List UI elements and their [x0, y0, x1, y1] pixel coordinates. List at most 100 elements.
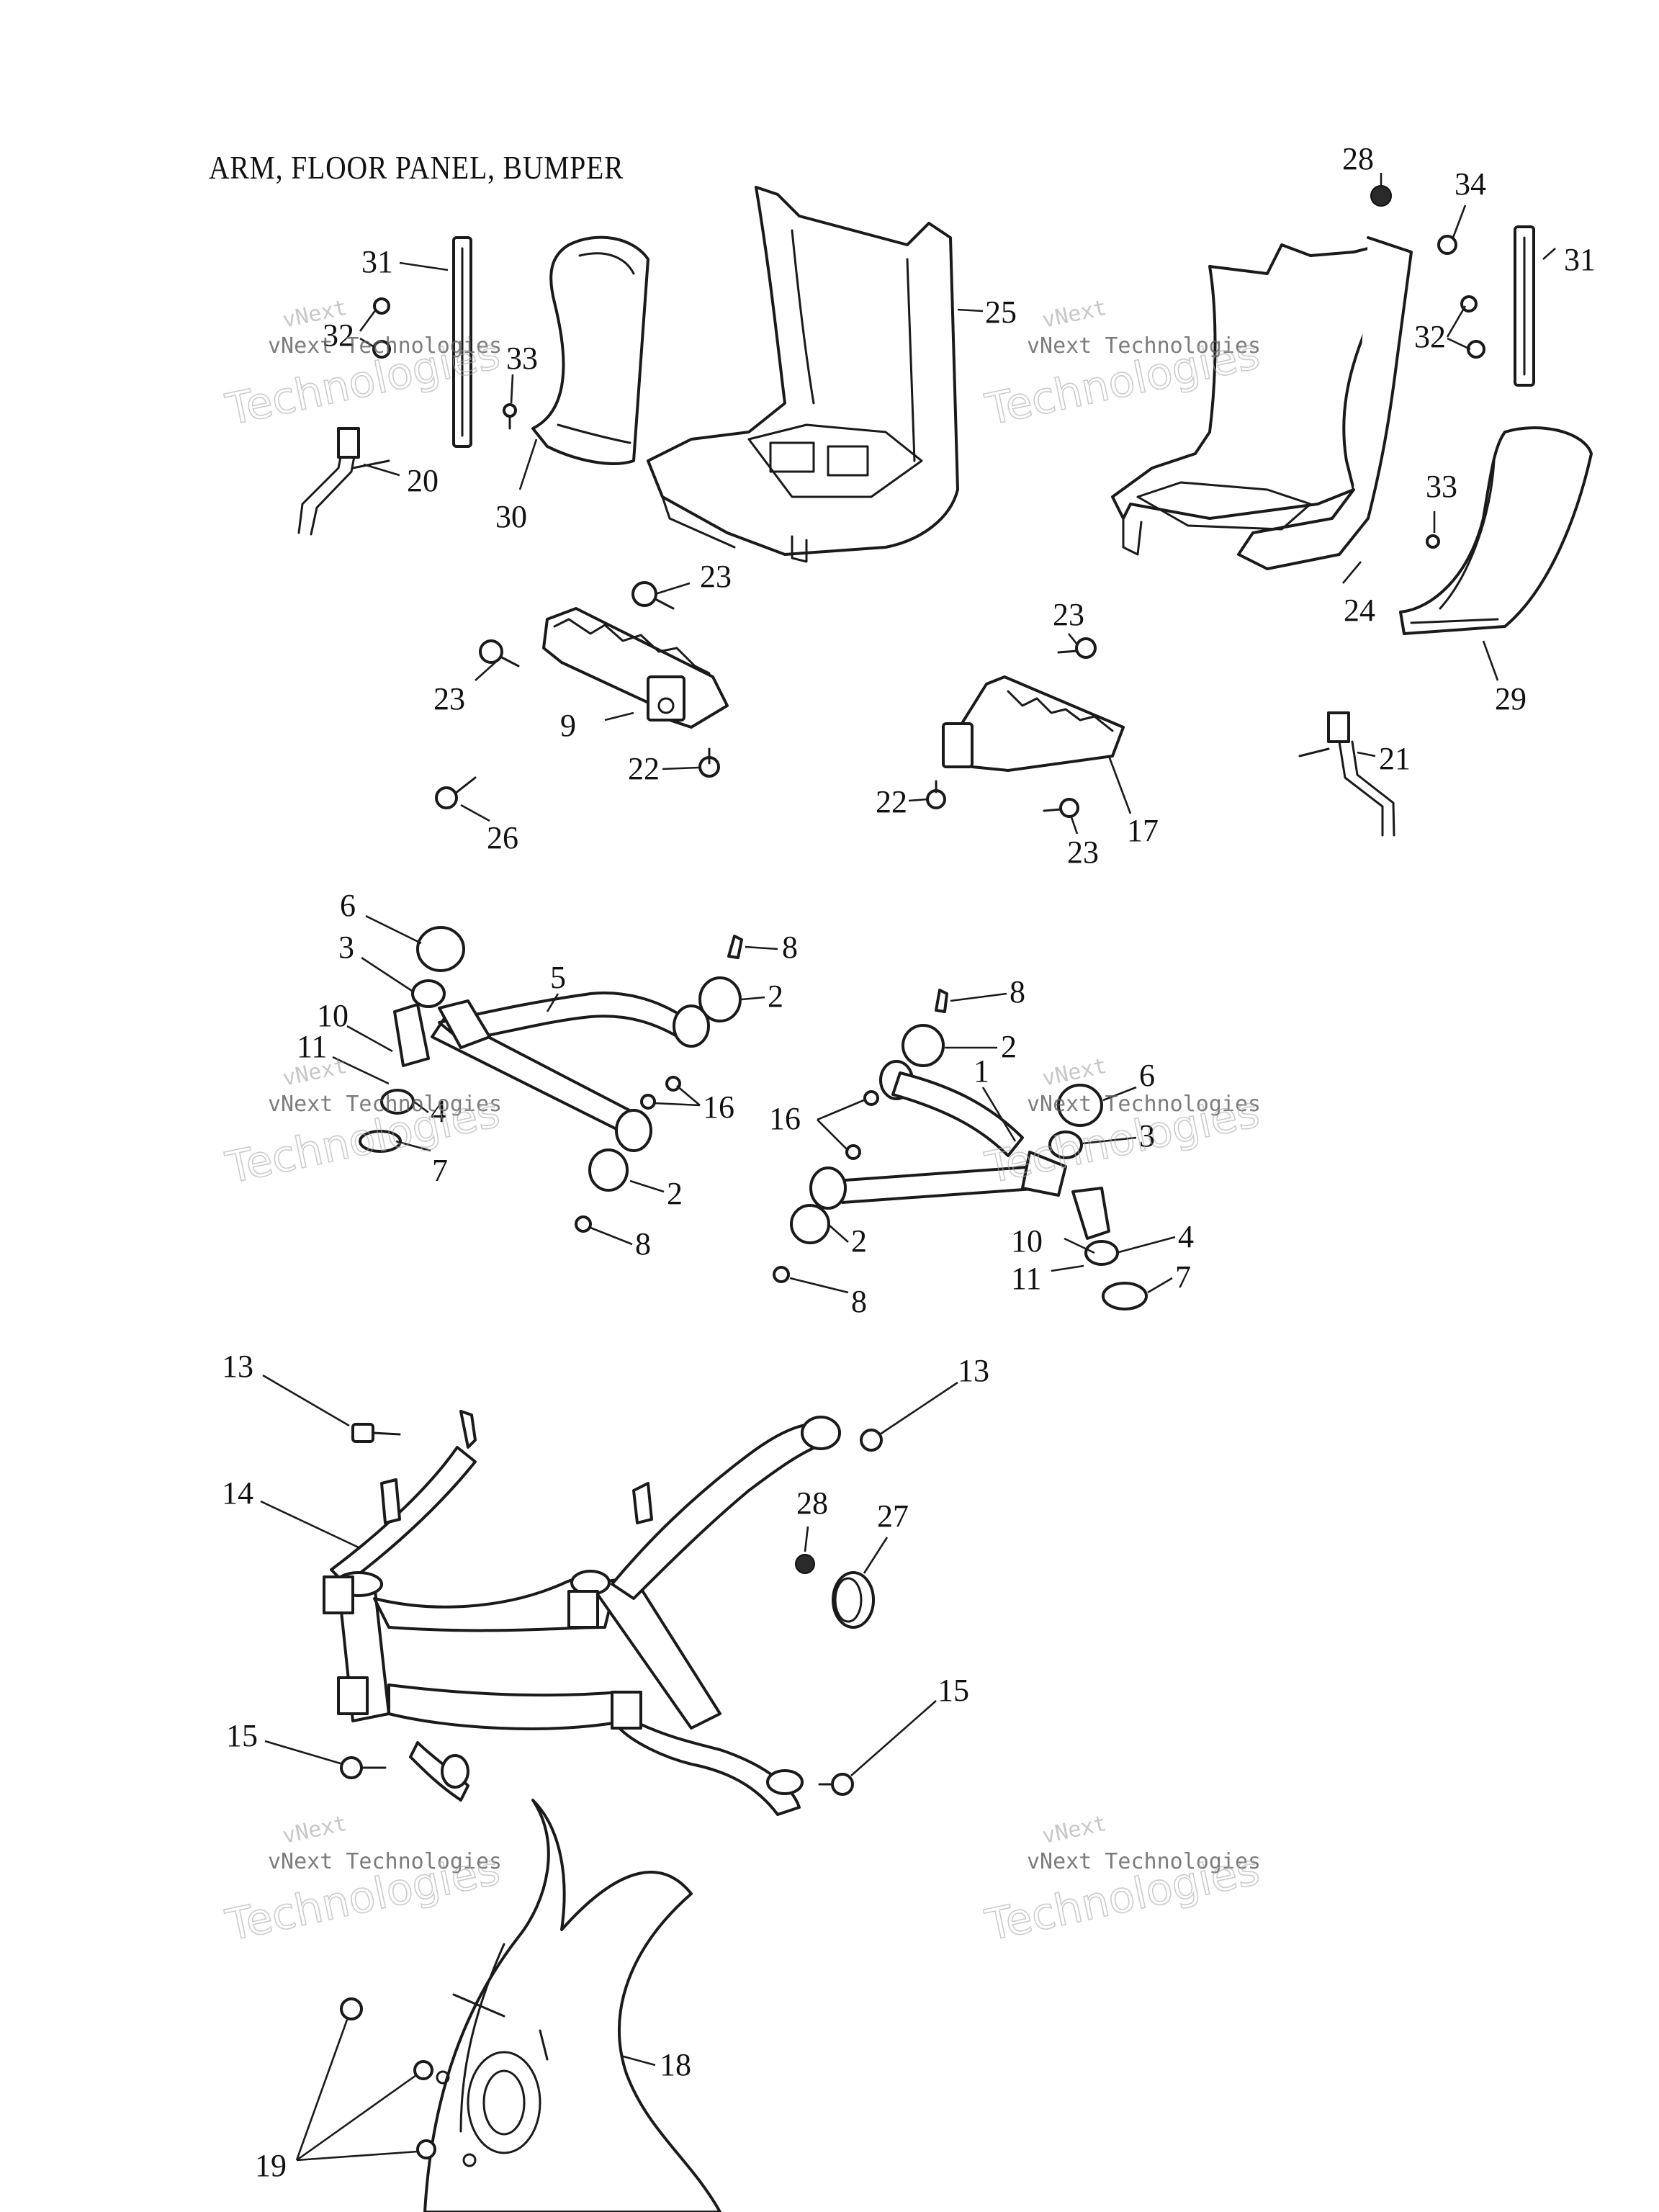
- part-bolt-22-right: [926, 780, 946, 809]
- callout-label: 7: [432, 1153, 448, 1188]
- callout-label: 2: [1001, 1029, 1017, 1064]
- callout-label: 8: [1010, 974, 1025, 1010]
- part-screw-33-right: [1426, 534, 1440, 549]
- part-fender-29: [1399, 426, 1593, 635]
- callout-label: 5: [550, 960, 566, 995]
- callout-label: 24: [1344, 593, 1375, 628]
- callout-label: 32: [323, 318, 354, 353]
- callout-label: 33: [1426, 469, 1457, 504]
- watermark-brand: vNext: [280, 1053, 349, 1092]
- watermark-brand: vNext: [1040, 295, 1109, 333]
- part-a-arm-right: [773, 989, 1148, 1310]
- callout-label: 23: [1067, 835, 1099, 870]
- callout-label: 34: [1455, 166, 1486, 202]
- callout-label: 10: [1011, 1223, 1043, 1259]
- part-bolts-23-right: [1043, 637, 1097, 818]
- callout-label: 32: [1414, 319, 1446, 354]
- watermark-line1: vNext Technologies: [268, 333, 502, 359]
- callout-label: 2: [667, 1176, 683, 1211]
- watermark-line1: vNext Technologies: [268, 1092, 502, 1117]
- callout-label: 21: [1379, 741, 1411, 776]
- part-frame-14: [323, 1410, 841, 1816]
- callout-label: 9: [560, 708, 576, 743]
- callout-label: 6: [1139, 1058, 1155, 1093]
- part-bolt-26: [435, 776, 477, 809]
- callout-label: 31: [1564, 242, 1596, 277]
- callout-label: 2: [768, 979, 783, 1014]
- watermark-brand: vNext: [280, 1811, 349, 1849]
- callout-label: 20: [407, 463, 439, 498]
- callout-label: 4: [1178, 1219, 1194, 1254]
- parts-layer: [297, 185, 1593, 2212]
- callout-label: 16: [703, 1089, 734, 1125]
- callout-label: 26: [487, 820, 518, 855]
- part-bolts-15: [340, 1756, 854, 1796]
- callout-label: 15: [226, 1718, 258, 1753]
- part-bracket-20: [297, 427, 390, 536]
- callout-label: 27: [877, 1498, 909, 1534]
- callout-label: 28: [1342, 141, 1374, 176]
- callout-label: 6: [340, 888, 356, 923]
- callout-label: 1: [974, 1053, 989, 1089]
- callout-label: 23: [700, 559, 732, 594]
- callout-label: 31: [361, 244, 393, 279]
- watermark-brand: vNext: [1040, 1811, 1109, 1849]
- callout-label: 33: [506, 341, 538, 376]
- callout-label: 14: [222, 1475, 253, 1511]
- callouts: 31 32 33 30 20 25 28 34 31 32 24 33 29 2…: [222, 141, 1596, 2183]
- watermark-line1: vNext Technologies: [1027, 1849, 1261, 1874]
- callout-label: 18: [660, 2047, 691, 2082]
- part-bolts-19: [340, 1997, 436, 2159]
- part-screws-right: [1460, 295, 1485, 359]
- callout-label: 15: [938, 1673, 969, 1708]
- callout-label: 25: [985, 295, 1017, 330]
- callout-label: 30: [495, 499, 527, 534]
- callout-label: 22: [876, 784, 907, 819]
- callout-label: 13: [222, 1349, 253, 1384]
- watermark-line1: vNext Technologies: [1027, 333, 1261, 359]
- callout-label: 16: [769, 1101, 801, 1136]
- callout-label: 4: [431, 1094, 446, 1129]
- callout-label: 8: [782, 930, 798, 965]
- callout-label: 23: [1053, 597, 1084, 632]
- part-screws-left: [372, 297, 517, 430]
- part-footrest-17: [942, 675, 1125, 772]
- diagram-title: ARM, FLOOR PANEL, BUMPER: [209, 149, 624, 186]
- part-floor-panel-25: [647, 186, 959, 563]
- part-cap-27: [832, 1571, 875, 1629]
- callout-label: 22: [628, 751, 660, 786]
- callout-label: 23: [433, 681, 465, 716]
- part-a-arm-left: [359, 926, 743, 1233]
- callout-label: 3: [1139, 1118, 1155, 1154]
- callout-label: 7: [1175, 1259, 1191, 1295]
- callout-label: 10: [317, 998, 349, 1033]
- part-nut-28-top: [1370, 185, 1392, 207]
- callout-label: 29: [1495, 681, 1527, 716]
- callout-label: 28: [796, 1485, 828, 1521]
- callout-label: 3: [338, 930, 354, 965]
- callout-label: 2: [851, 1223, 867, 1259]
- part-reflector-right: [1514, 225, 1535, 387]
- part-floor-panel-24: [1111, 236, 1413, 570]
- part-footrest-9: [542, 607, 729, 729]
- callout-label: 19: [255, 2148, 287, 2183]
- part-bumper-18: [423, 1799, 721, 2212]
- callout-label: 8: [851, 1284, 867, 1319]
- part-bolts-23-left: [479, 581, 675, 667]
- part-bolts-13: [351, 1423, 883, 1452]
- watermark-line1: vNext Technologies: [268, 1849, 502, 1874]
- part-fender-30: [531, 235, 649, 465]
- callout-label: 17: [1127, 813, 1159, 848]
- callout-label: 11: [297, 1029, 327, 1064]
- part-bolt-22-left: [698, 747, 720, 778]
- part-bracket-21: [1298, 711, 1395, 837]
- part-screw-34: [1437, 235, 1457, 255]
- callout-label: 8: [635, 1226, 651, 1262]
- callout-label: 13: [958, 1353, 989, 1388]
- leader-lines: [260, 173, 1556, 2162]
- part-nut-28-frame: [795, 1554, 815, 1574]
- part-reflector-left: [452, 236, 472, 448]
- callout-label: 11: [1011, 1261, 1041, 1296]
